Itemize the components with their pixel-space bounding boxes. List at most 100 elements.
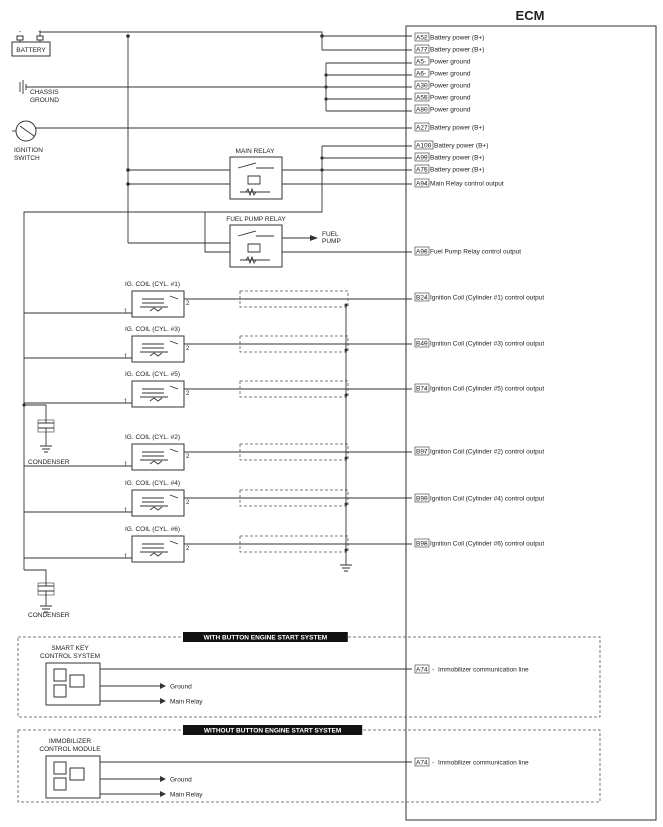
- ecm-pin-label: A96: [416, 249, 428, 256]
- ecm-pin-label: B49: [416, 341, 428, 348]
- ecm-pin-separator: -: [424, 181, 426, 188]
- ecm-pin-label: B74: [416, 386, 428, 393]
- ecm-title: ECM: [516, 8, 545, 23]
- output-main-relay: Main Relay: [170, 699, 203, 706]
- fuel-pump-relay-symbol: FUEL PUMP RELAY: [226, 216, 286, 268]
- ecm-pin-separator: -: [424, 95, 426, 102]
- ecm-pin-separator: -: [424, 167, 426, 174]
- module-label-1: SMART KEY: [51, 645, 89, 652]
- battery-symbol: - + BATTERY: [11, 29, 51, 57]
- ecm-pin-description: Battery power (B+): [430, 155, 484, 162]
- ecm-pin-label: A5: [416, 59, 424, 66]
- ecm-pin-description: Power ground: [430, 83, 471, 90]
- ecm-box: [405, 25, 657, 821]
- coil-pin-1: 1: [124, 399, 128, 405]
- coil-pin-2: 2: [186, 391, 190, 397]
- ecm-pin-separator: -: [432, 760, 434, 767]
- ecm-pin-description: Battery power (B+): [434, 143, 488, 150]
- ecm-pin-row: A6 Power ground-: [414, 68, 471, 78]
- ecm-pin-label: B97: [416, 449, 428, 456]
- condenser-1: CONDENSER: [22, 403, 70, 466]
- ecm-pin-label: A27: [416, 125, 428, 132]
- ecm-pin-description: Immobilizer communication line: [438, 760, 529, 767]
- ecm-pin-description: Battery power (B+): [430, 167, 484, 174]
- ignition-coil-label: IG. COIL (CYL. #5): [125, 371, 180, 378]
- ecm-pin-label: B99: [416, 496, 428, 503]
- ignition-coil: IG. COIL (CYL. #2)21: [24, 434, 412, 471]
- ecm-pin-description: Ignition Coil (Cylinder #2) control outp…: [430, 449, 544, 456]
- module-label-2: CONTROL SYSTEM: [40, 653, 100, 660]
- ecm-pin-separator: -: [424, 155, 426, 162]
- ignition-switch-label-1: IGNITION: [14, 147, 43, 154]
- ecm-pin-label: A94: [416, 181, 428, 188]
- ignition-coil-label: IG. COIL (CYL. #3): [125, 326, 180, 333]
- ignition-coil-label: IG. COIL (CYL. #2): [125, 434, 180, 441]
- ecm-pin-separator: -: [424, 249, 426, 256]
- coil-pin-2: 2: [186, 500, 190, 506]
- ecm-pin-separator: -: [424, 341, 426, 348]
- ecm-pin-description: Battery power (B+): [430, 35, 484, 42]
- ecm-pin-separator: -: [424, 386, 426, 393]
- ecm-pin-description: Battery power (B+): [430, 125, 484, 132]
- coil-pin-2: 2: [186, 301, 190, 307]
- ignition-coil-label: IG. COIL (CYL. #1): [125, 281, 180, 288]
- ecm-pin-separator: -: [424, 47, 426, 54]
- module-label-2: CONTROL MODULE: [39, 746, 101, 753]
- svg-text:-: -: [19, 29, 22, 36]
- chassis-ground-symbol: CHASSIS GROUND: [19, 80, 59, 104]
- immobilizer-sections: WITH BUTTON ENGINE START SYSTEM SMART KEY…: [17, 632, 601, 803]
- ecm-pin-description: Power ground: [430, 107, 471, 114]
- fuel-pump-label-2: PUMP: [322, 238, 341, 245]
- coil-pin-2: 2: [186, 546, 190, 552]
- ecm-pin-description: Battery power (B+): [430, 47, 484, 54]
- ecm-pin-separator: -: [424, 496, 426, 503]
- ecm-pin-separator: -: [424, 35, 426, 42]
- main-relay-symbol: MAIN RELAY: [229, 148, 283, 200]
- section-banner: WITHOUT BUTTON ENGINE START SYSTEM: [204, 728, 341, 735]
- ecm-pin-description: Main Relay control output: [430, 181, 504, 188]
- coil-pin-1: 1: [124, 354, 128, 360]
- output-ground: Ground: [170, 684, 192, 691]
- module-label-1: IMMOBILIZER: [49, 738, 92, 745]
- ignition-coil: IG. COIL (CYL. #5) 2 1: [24, 371, 412, 408]
- fuel-pump-label-1: FUEL: [322, 231, 339, 238]
- ecm-pin-description: Power ground: [430, 71, 471, 78]
- ecm-pin-label: A6: [416, 71, 424, 78]
- coil-pin-2: 2: [186, 346, 190, 352]
- ecm-pin-description: Ignition Coil (Cylinder #6) control outp…: [430, 541, 544, 548]
- ecm-pin-description: Power ground: [430, 59, 471, 66]
- ecm-pin-label: A80: [416, 107, 428, 114]
- ecm-pin-separator: -: [424, 71, 426, 78]
- ignition-coil: IG. COIL (CYL. #4)21: [24, 480, 412, 517]
- ecm-pin-description: Fuel Pump Relay control output: [430, 249, 521, 256]
- output-ground: Ground: [170, 777, 192, 784]
- chassis-ground-label-2: GROUND: [30, 97, 59, 104]
- ecm-pin-separator: -: [424, 295, 426, 302]
- section-banner: WITH BUTTON ENGINE START SYSTEM: [204, 635, 328, 642]
- ecm-pin-label: A74: [416, 667, 428, 674]
- ecm-pin-separator: -: [424, 83, 426, 90]
- ecm-pin-description: Ignition Coil (Cylinder #1) control outp…: [430, 295, 544, 302]
- ecm-pin-description: Ignition Coil (Cylinder #3) control outp…: [430, 341, 544, 348]
- main-relay-label: MAIN RELAY: [236, 148, 276, 155]
- condenser-label-2: CONDENSER: [28, 612, 70, 619]
- ecm-pin-separator: -: [424, 541, 426, 548]
- coil-pin-1: 1: [124, 309, 128, 315]
- fuel-pump-relay-label: FUEL PUMP RELAY: [226, 216, 286, 223]
- ecm-pin-label: A75: [416, 167, 428, 174]
